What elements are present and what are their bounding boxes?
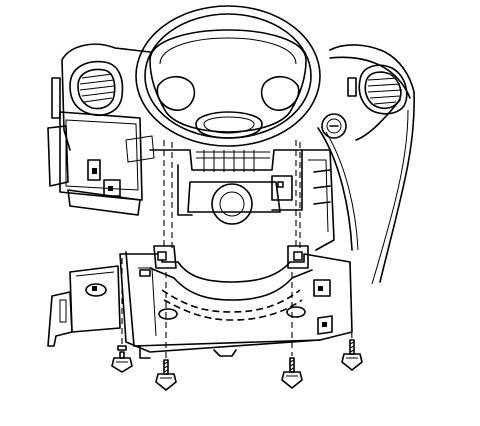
steering-wheel xyxy=(135,5,321,147)
air-vent-right xyxy=(347,64,408,115)
bolt xyxy=(281,357,303,389)
bolt xyxy=(155,359,177,391)
alignment-lines xyxy=(121,140,353,358)
bolt xyxy=(341,339,363,371)
steering-column-support-bracket xyxy=(47,245,353,359)
bolt xyxy=(111,345,133,373)
instrument-panel xyxy=(47,43,415,285)
ignition-switch xyxy=(321,113,347,139)
air-vent-left xyxy=(69,60,124,116)
